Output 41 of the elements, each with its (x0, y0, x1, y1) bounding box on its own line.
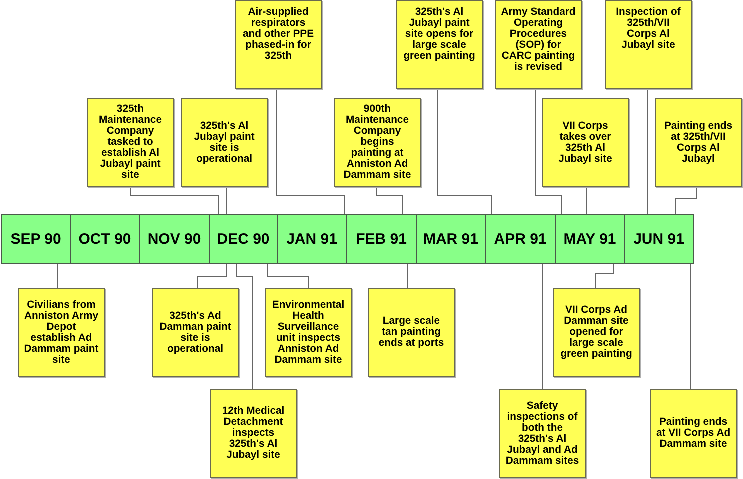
event-note: 325th's Al Jubayl paint site opens for large scale green painting (396, 0, 483, 89)
leader-line (236, 264, 254, 390)
month-cell: APR 91 (485, 214, 556, 264)
leader-line (268, 264, 310, 288)
event-note: Civilians from Anniston Army Depot establish Ad Dammam paint site (18, 288, 105, 377)
leader-line (226, 186, 228, 214)
event-note: Safety inspections of both the 325th's Al Jubayl and Ad Dammam sites (499, 389, 586, 478)
event-note: 900th Maintenance Company begins painting at Anniston Ad Dammam site (334, 98, 421, 187)
event-note: Painting ends at VII Corps Ad Dammam site (650, 389, 737, 478)
event-note: VII Corps Ad Damman site opened for large scale green painting (553, 288, 640, 377)
month-cell: MAY 91 (555, 214, 625, 264)
leader-line (438, 88, 492, 214)
month-cell: DEC 90 (209, 214, 278, 264)
leader-line (586, 186, 588, 214)
month-cell: JUN 91 (624, 214, 694, 264)
leader-line (376, 186, 404, 214)
month-cell: NOV 90 (139, 214, 210, 264)
event-note: 325th's Al Jubayl paint site is operational (181, 98, 268, 187)
leader-line (596, 264, 614, 288)
leader-line (276, 88, 346, 214)
event-note: Large scale tan painting ends at ports (368, 288, 455, 377)
event-note: Environmental Health Surveillance unit inspects Anniston Ad Dammam site (265, 288, 352, 377)
event-note: Inspection of 325th/VII Corps Al Jubayl site (605, 0, 692, 89)
leader-line (676, 186, 698, 214)
leader-line (690, 264, 692, 390)
event-note: VII Corps takes over 325th Al Jubayl site (542, 98, 629, 187)
month-cell: SEP 90 (1, 214, 71, 264)
leader-line (536, 88, 562, 214)
event-note: 12th Medical Detachment inspects 325th's Al Jubayl site (210, 389, 297, 478)
event-note: Painting ends at 325th/VII Corps Al Jubayl (655, 98, 742, 187)
month-cell: JAN 91 (277, 214, 347, 264)
event-note: Air-supplied respirators and other PPE phased-in for 325th (235, 0, 322, 89)
month-cell: OCT 90 (70, 214, 140, 264)
month-cell: MAR 91 (416, 214, 486, 264)
leader-line (130, 186, 220, 214)
month-cell: FEB 91 (346, 214, 417, 264)
leader-line (198, 264, 228, 288)
event-note: 325th's Ad Damman paint site is operational (152, 288, 239, 377)
event-note: Army Standard Operating Procedures (SOP) for CARC painting is revised (495, 0, 582, 89)
leader-line (542, 264, 544, 390)
event-note: 325th Maintenance Company tasked to establish Al Jubayl paint site (87, 98, 174, 187)
